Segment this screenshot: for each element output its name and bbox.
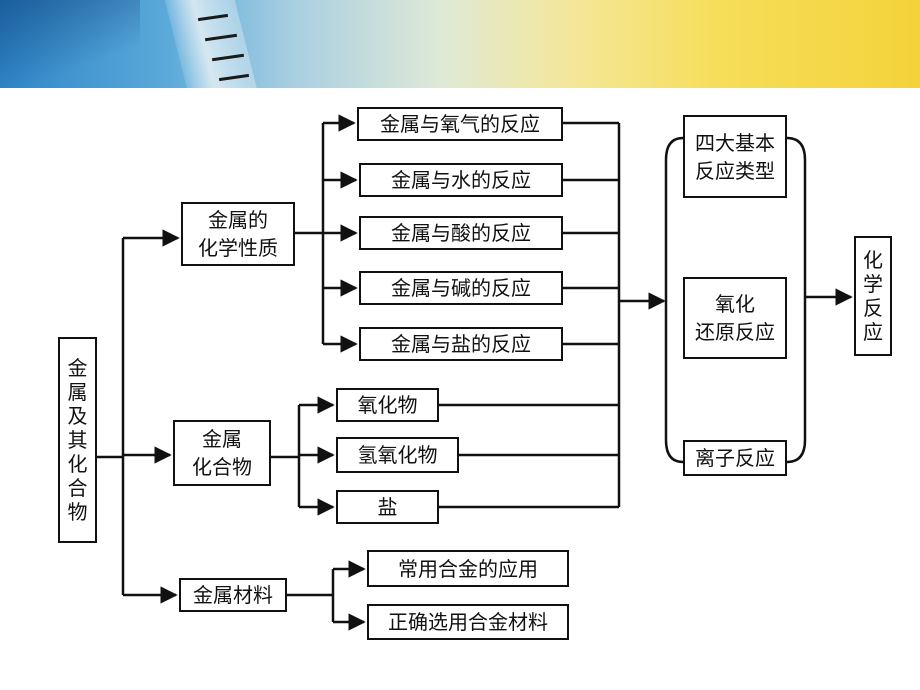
common-alloy-node: 常用合金的应用 (367, 550, 569, 587)
basic-reaction-types-node: 四大基本 反应类型 (683, 115, 787, 198)
compounds-node: 金属 化合物 (173, 420, 271, 486)
hydroxide-node: 氢氧化物 (336, 437, 459, 473)
salt-node: 盐 (336, 490, 439, 524)
materials-node: 金属材料 (179, 578, 287, 612)
choose-alloy-node: 正确选用合金材料 (367, 604, 569, 640)
reaction-oxygen-node: 金属与氧气的反应 (357, 107, 563, 141)
oxide-node: 氧化物 (336, 388, 439, 422)
reaction-salt-node: 金属与盐的反应 (359, 327, 563, 361)
banner-shade (0, 0, 140, 88)
chemical-reaction-node: 化 学 反 应 (854, 236, 892, 356)
header-banner (0, 0, 920, 88)
reaction-water-node: 金属与水的反应 (359, 163, 563, 197)
ionic-reaction-node: 离子反应 (683, 440, 787, 476)
reaction-acid-node: 金属与酸的反应 (359, 216, 563, 250)
chem-properties-node: 金属的 化学性质 (181, 202, 295, 266)
redox-reaction-node: 氧化 还原反应 (683, 277, 787, 359)
root-node: 金 属 及 其 化 合 物 (58, 337, 97, 543)
reaction-base-node: 金属与碱的反应 (359, 271, 563, 305)
